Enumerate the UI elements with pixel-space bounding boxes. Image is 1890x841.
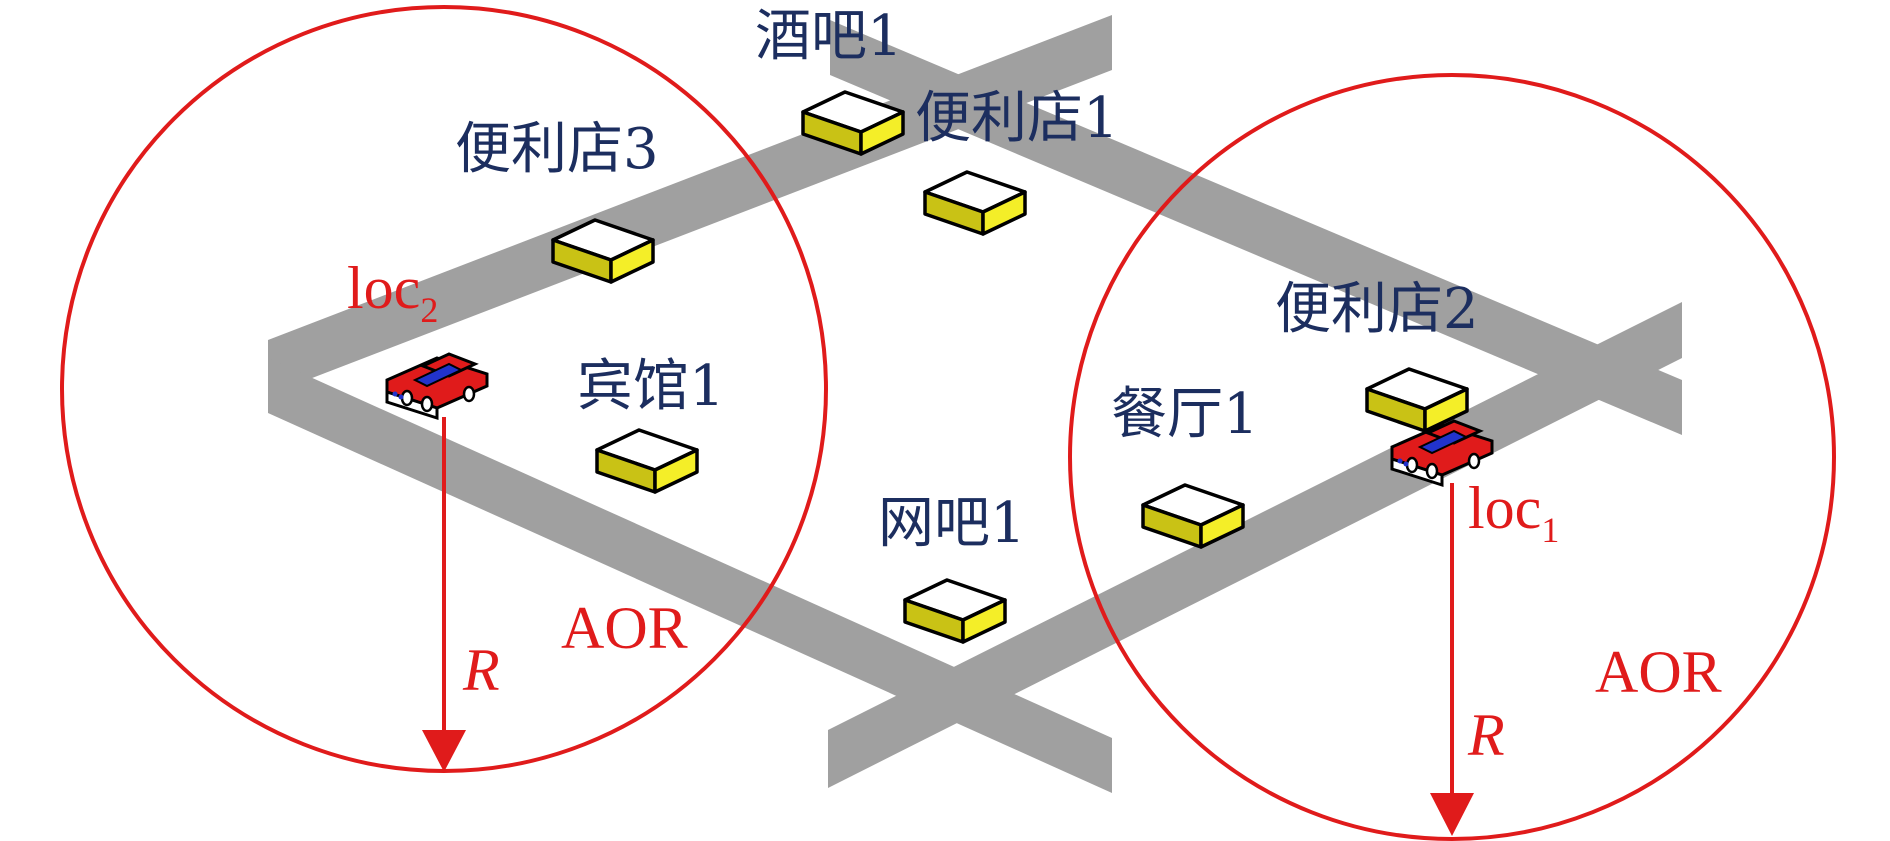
- aor-circle-right: [1068, 73, 1836, 841]
- radius-arrow-right: [1430, 483, 1474, 836]
- radius-arrow-left: [422, 417, 466, 772]
- loc1-label: loc1: [1468, 475, 1559, 550]
- poi-label-jiuba1: 酒吧1: [755, 4, 903, 69]
- poi-label-bianlidian1: 便利店1: [915, 86, 1119, 151]
- aor-label-left: AOR: [561, 595, 688, 661]
- loc2-label: loc2: [347, 255, 438, 330]
- radius-label-right: R: [1467, 702, 1505, 768]
- poi-label-bianlidian3: 便利店3: [455, 117, 659, 182]
- road-ne: [830, 20, 1682, 435]
- poi-wangba1-icon: [903, 578, 1007, 644]
- poi-label-canting1: 餐厅1: [1111, 382, 1259, 447]
- aor-label-right: AOR: [1595, 639, 1722, 705]
- radius-label-left: R: [462, 637, 500, 703]
- road-se: [828, 302, 1682, 788]
- poi-bianlidian1-icon: [923, 170, 1027, 236]
- poi-label-bianlidian2: 便利店2: [1275, 277, 1479, 342]
- poi-label-wangba1: 网吧1: [878, 491, 1026, 556]
- user-loc2-car-icon: [385, 352, 489, 420]
- road-sw: [268, 358, 1112, 793]
- poi-binguan1-icon: [595, 428, 699, 494]
- poi-label-binguan1: 宾馆1: [577, 354, 725, 419]
